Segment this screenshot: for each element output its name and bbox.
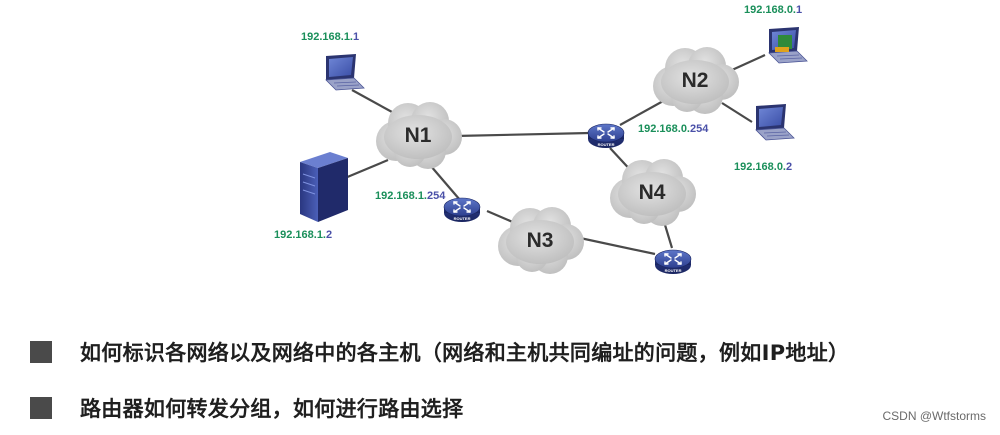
ip-label-server-n1: 192.168.1.2 (274, 229, 332, 241)
links (344, 53, 766, 256)
bullet-item-routing: 路由器如何转发分组，如何进行路由选择 (30, 393, 463, 423)
ip-label-pc-n2-bottom: 192.168.0.2 (734, 161, 792, 173)
network-label-n2: N2 (682, 69, 709, 92)
router-n2-icon: ROUTER (587, 123, 625, 149)
network-cloud-n1: N1 (376, 102, 462, 169)
network-label-n4: N4 (639, 181, 666, 204)
router-caption: ROUTER (665, 268, 682, 273)
screen-highlight (775, 47, 789, 52)
link-n2-pc-bottom (721, 102, 753, 123)
watermark: CSDN @Wtfstorms (882, 409, 986, 423)
network-label-n1: N1 (405, 124, 432, 147)
bullet-item-addressing: 如何标识各网络以及网络中的各主机（网络和主机共同编址的问题，例如IP地址） (30, 337, 849, 367)
laptop-icon (755, 103, 795, 141)
link-server-n1 (344, 158, 389, 180)
server-icon (300, 152, 348, 222)
network-label-n3: N3 (527, 229, 554, 252)
ip-label-pc-n2-top: 192.168.0.1 (744, 4, 802, 16)
link-n2-pc-top (731, 53, 766, 72)
router-caption: ROUTER (454, 216, 471, 221)
ip-label-router-n2: 192.168.0.254 (638, 123, 709, 135)
laptop-icon (325, 53, 365, 91)
link-pc1-n1 (351, 89, 393, 113)
network-cloud-n3: N3 (498, 207, 584, 274)
link-n1-router-n2 (454, 131, 591, 138)
bullet-text: 如何标识各网络以及网络中的各主机（网络和主机共同编址的问题，例如IP地址） (80, 341, 850, 365)
link-n1-router-n1 (429, 164, 461, 201)
network-cloud-n2: N2 (653, 47, 739, 114)
ip-label-router-n1: 192.168.1.254 (375, 190, 446, 202)
laptop-icon (768, 26, 808, 64)
link-router-n2-n2 (619, 99, 666, 126)
bullet-square (30, 397, 52, 419)
ip-label-pc-n1: 192.168.1.1 (301, 31, 359, 43)
router-n4-icon: ROUTER (654, 249, 692, 275)
router-caption: ROUTER (598, 142, 615, 147)
screen-highlight (778, 35, 792, 49)
router-n1-icon: ROUTER (443, 197, 481, 223)
network-cloud-n4: N4 (610, 159, 696, 226)
network-diagram: N1 N2 N3 N4 ROUTER ROUTER ROUTER (274, 4, 808, 275)
link-n3-router-n4 (579, 236, 656, 256)
bullet-text: 路由器如何转发分组，如何进行路由选择 (80, 397, 464, 421)
bullet-square (30, 341, 52, 363)
link-router-n1-n3 (486, 209, 516, 225)
